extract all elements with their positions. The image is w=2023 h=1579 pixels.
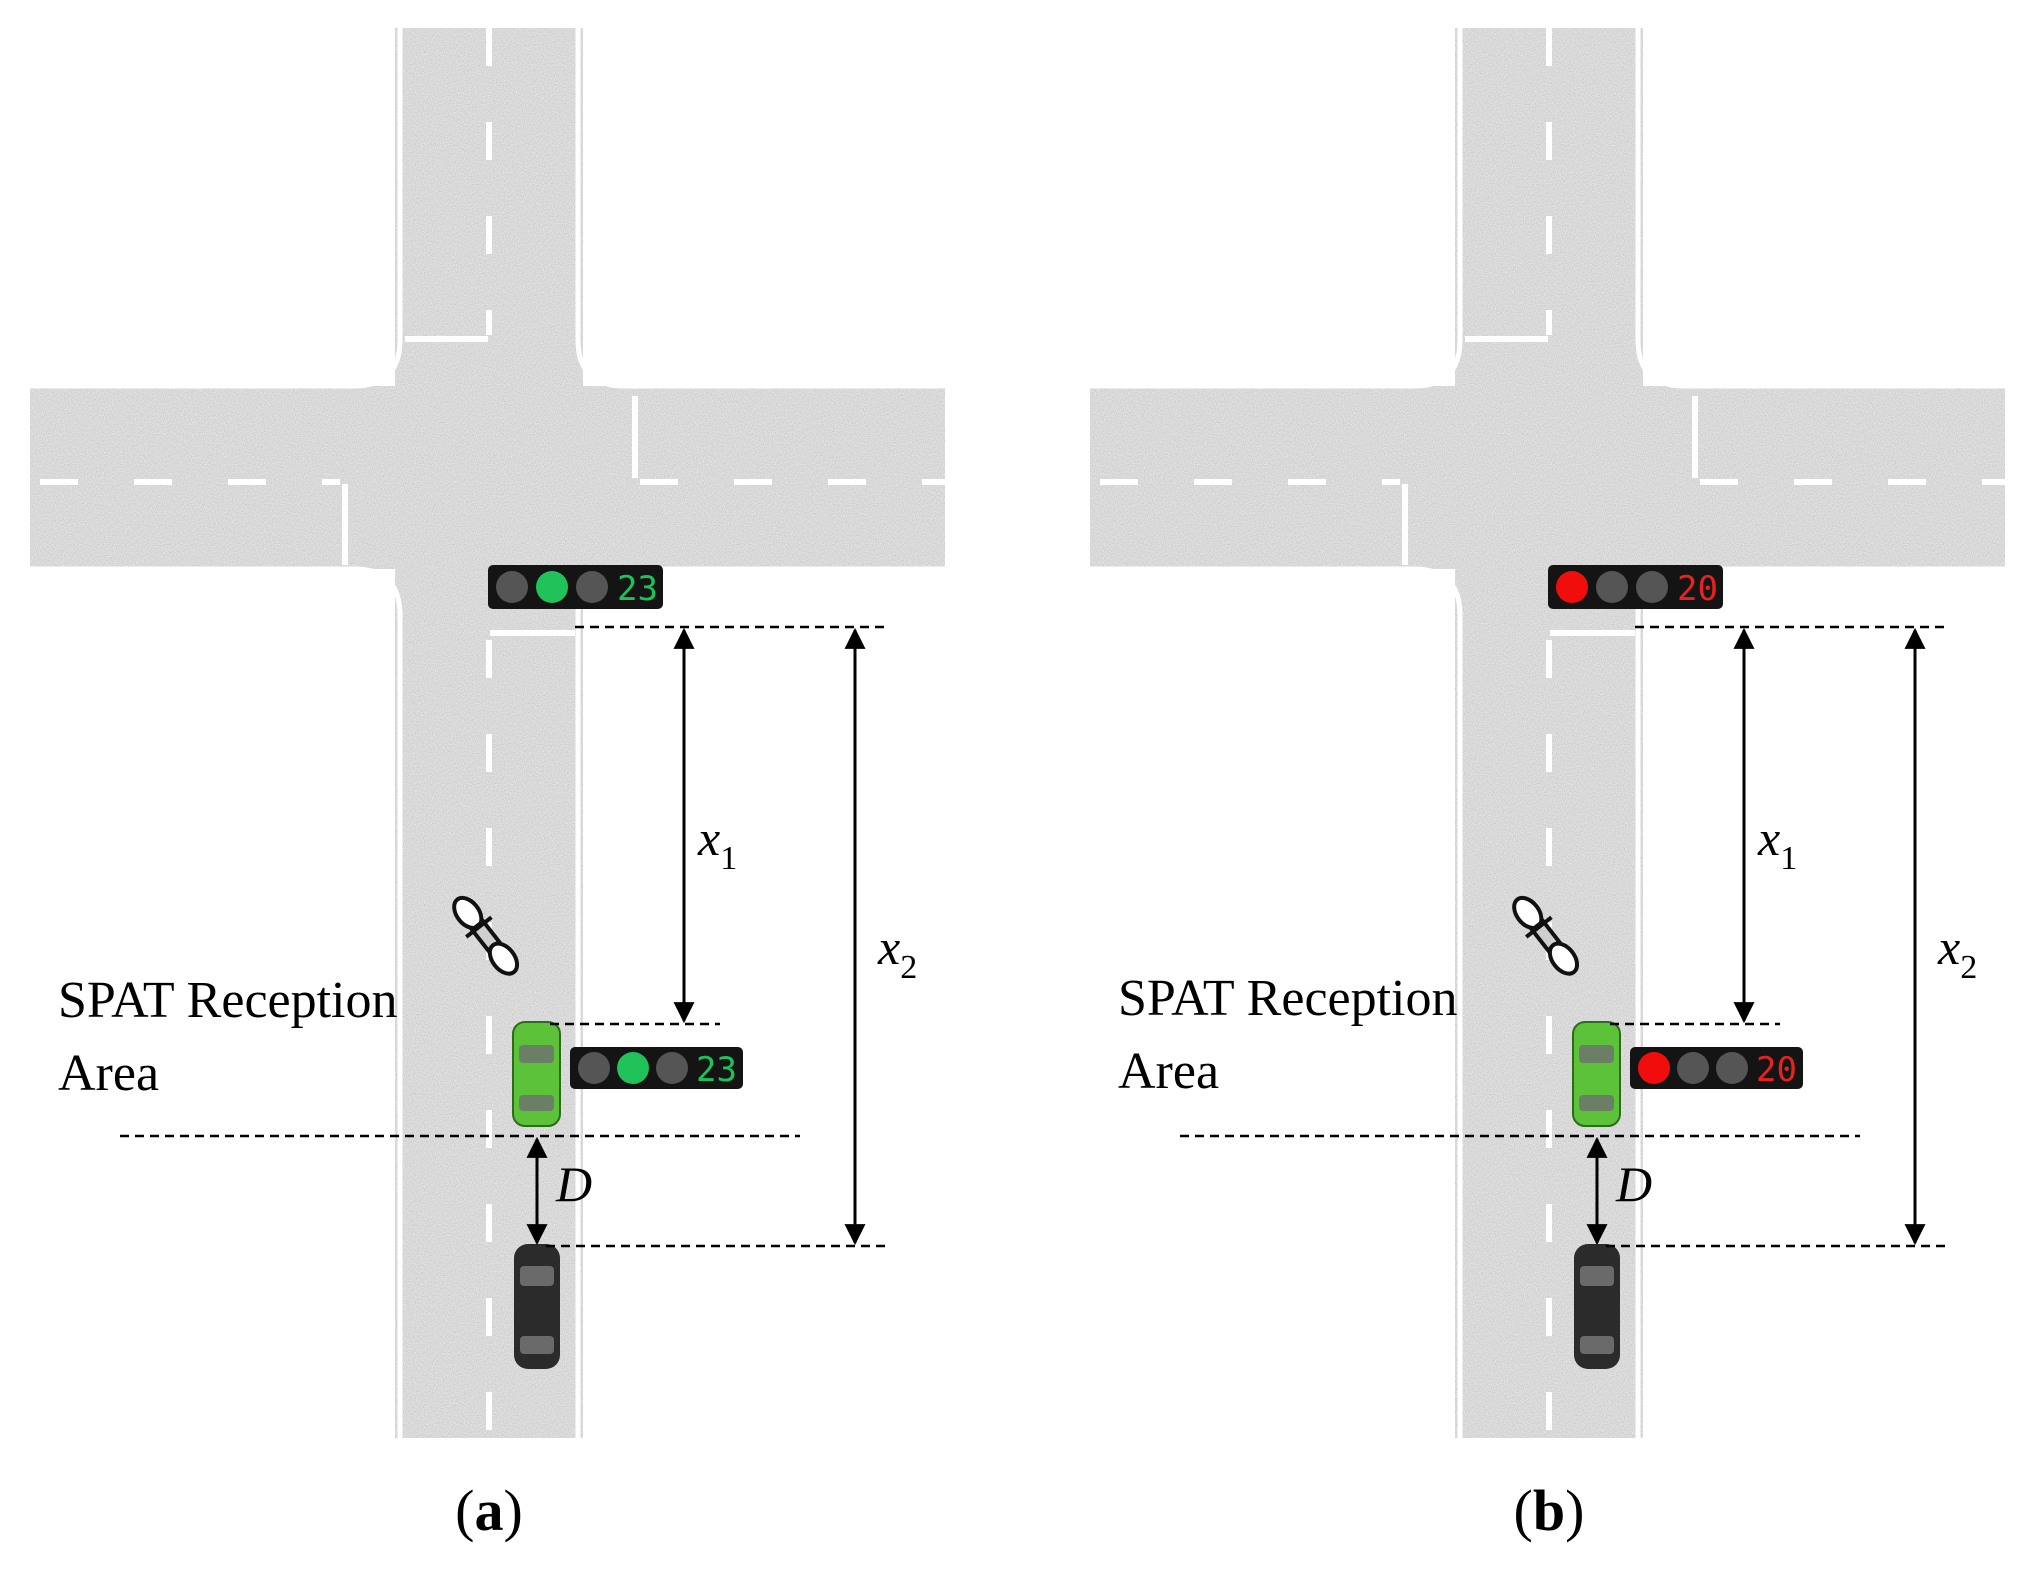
panel-caption-a: (a) [455,1478,523,1543]
signal-lamp-red [1638,1052,1670,1084]
stop-lines [1402,336,1698,636]
spat-area-label-line1: SPAT Reception [58,972,398,1029]
motorcycle-icon [1512,895,1580,976]
spat-area-label-line1: SPAT Reception [1118,970,1458,1027]
spat-area-label-line2: Area [58,1045,159,1102]
center-dashes [1100,28,2005,1438]
label-d: D [555,1156,592,1212]
road-vertical [1455,28,1643,1438]
intersection-road [1090,28,2005,1438]
signal-countdown: 20 [1756,1050,1797,1090]
label-x2: x2 [877,919,917,986]
traffic-light-lower: 20 [1630,1047,1803,1090]
black-car-icon [514,1244,560,1369]
black-car-icon [1574,1244,1620,1369]
traffic-light-top: 20 [1548,565,1723,609]
road-horizontal [30,386,945,569]
signal-lamp-off [1596,571,1628,603]
stop-lines [342,336,638,636]
signal-countdown: 23 [696,1050,737,1090]
intersection-road [30,28,945,1438]
traffic-light-icon [1548,565,1723,609]
spat-area-label-line2: Area [1118,1043,1219,1100]
signal-lamp-green [536,571,568,603]
signal-lamp-red [1556,571,1588,603]
green-car-icon [512,1021,561,1127]
traffic-light-top: 23 [488,565,663,609]
signal-lamp-off [576,571,608,603]
traffic-light-icon [488,565,663,609]
signal-lamp-off [1677,1052,1709,1084]
signal-countdown: 20 [1677,569,1718,609]
label-x1: x1 [697,810,737,877]
panel-b: 20 20 [1090,28,2005,1543]
reference-lines [1180,625,1945,1248]
green-car-icon [1572,1021,1621,1127]
label-d: D [1615,1156,1652,1212]
signal-lamp-red [578,1052,610,1084]
signal-countdown: 23 [617,569,658,609]
motorcycle-icon [452,895,520,976]
signal-lamp-off [656,1052,688,1084]
dimension-arrows [526,627,866,1246]
signal-lamp-red [496,571,528,603]
signal-lamp-green [1636,571,1668,603]
road-vertical [395,28,583,1438]
signal-lamp-green [617,1052,649,1084]
label-x1: x1 [1757,810,1797,877]
panel-a: 23 23 [30,28,945,1543]
label-x2: x2 [1937,919,1977,986]
signal-lamp-green [1716,1052,1748,1084]
reference-lines [120,625,885,1248]
panel-caption-b: (b) [1514,1478,1585,1543]
traffic-light-lower: 23 [570,1047,743,1090]
road-horizontal [1090,386,2005,569]
center-dashes [40,28,945,1438]
dimension-arrows [1586,627,1926,1246]
